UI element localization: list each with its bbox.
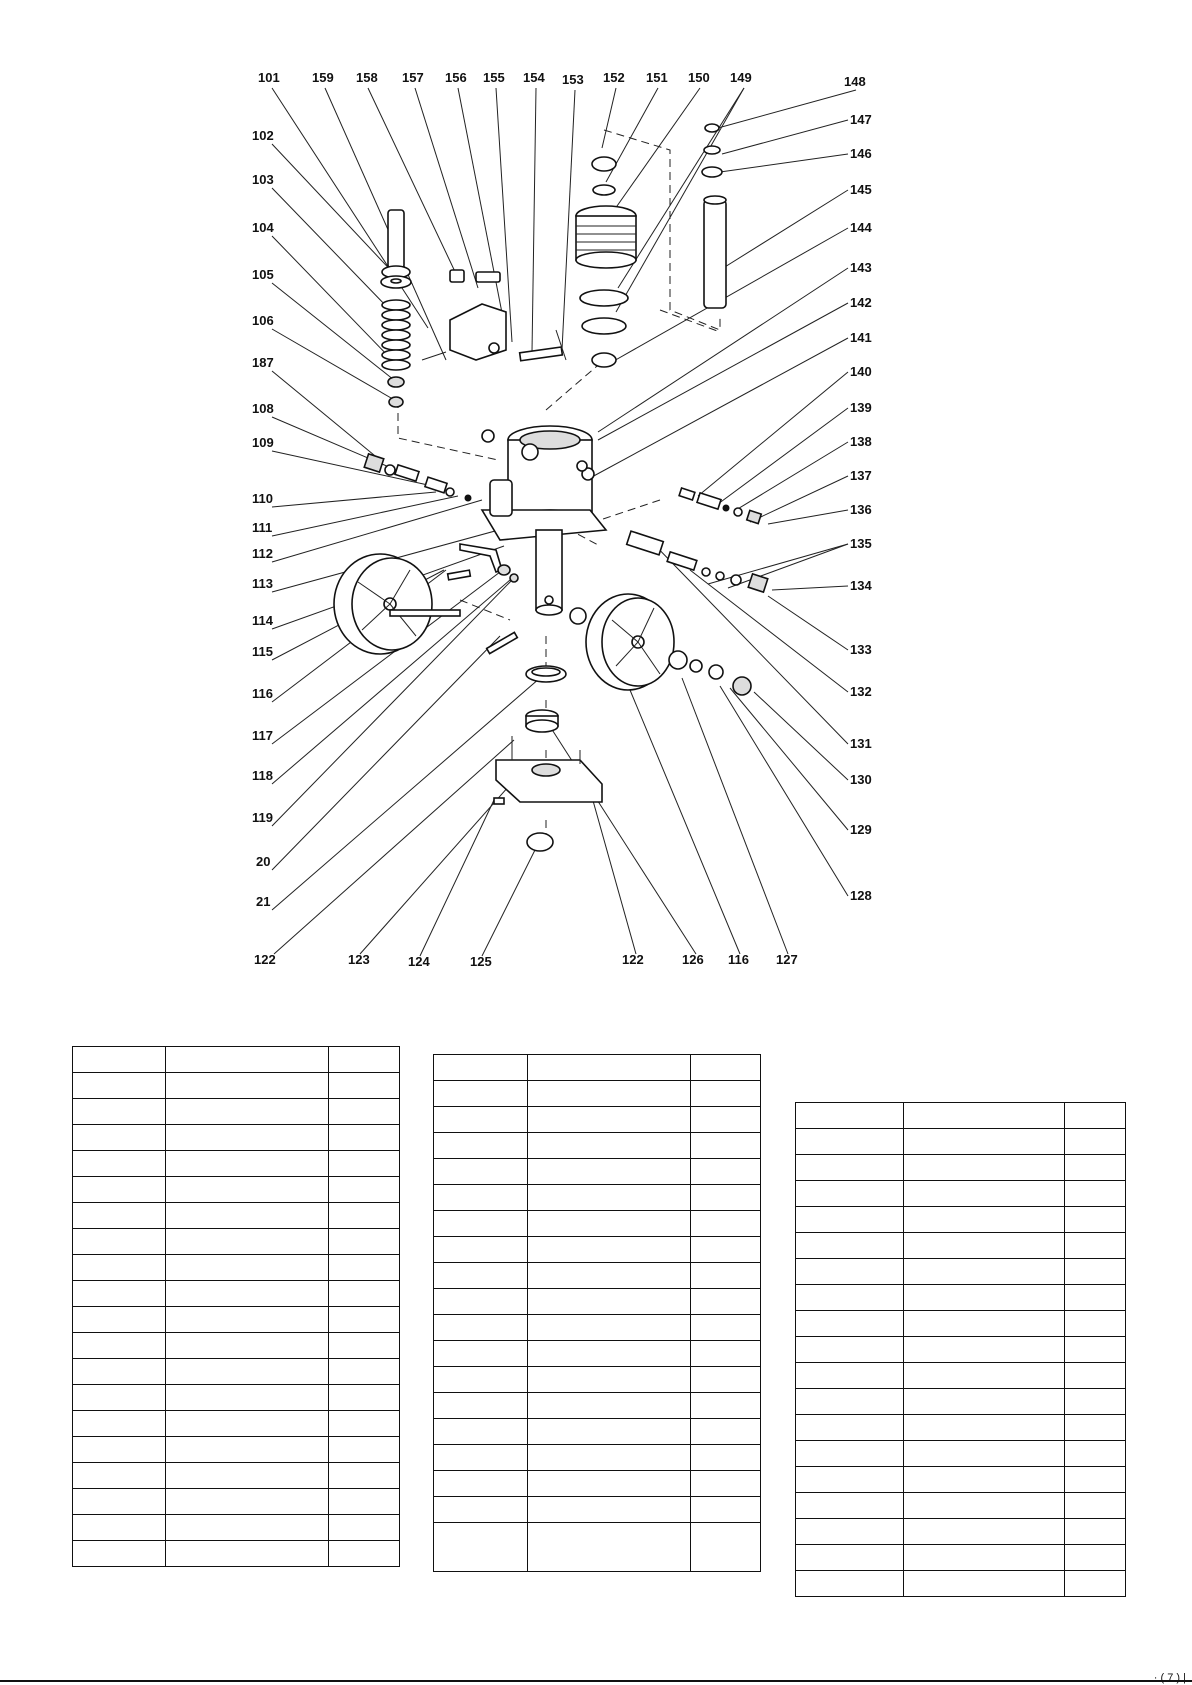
- label-155: 155: [483, 70, 505, 85]
- label-116: 116: [252, 686, 273, 701]
- label-134: 134: [850, 578, 872, 593]
- exploded-parts-diagram: 101 159 158 157 156 155 154 153 152 151 …: [250, 60, 950, 990]
- label-139: 139: [850, 400, 872, 415]
- label-104: 104: [252, 220, 274, 235]
- label-128: 128: [850, 888, 872, 903]
- label-106: 106: [252, 313, 274, 328]
- parts-table-3: [795, 1102, 1126, 1597]
- label-122-bottom: 122: [622, 952, 644, 967]
- label-152: 152: [603, 70, 625, 85]
- label-151: 151: [646, 70, 668, 85]
- label-136: 136: [850, 502, 872, 517]
- label-111: 111: [252, 520, 272, 535]
- label-108: 108: [252, 401, 274, 416]
- label-133: 133: [850, 642, 872, 657]
- left-labels: 102 103 104 105 106 187 108 109 110 111 …: [252, 128, 276, 967]
- label-122-left: 122: [254, 952, 276, 967]
- label-156: 156: [445, 70, 467, 85]
- label-159: 159: [312, 70, 334, 85]
- label-141: 141: [850, 330, 872, 345]
- label-126: 126: [682, 952, 704, 967]
- label-148: 148: [844, 74, 866, 89]
- label-154: 154: [523, 70, 545, 85]
- label-157: 157: [402, 70, 424, 85]
- bottom-labels: 123 124 125 122 126 116 127: [348, 952, 798, 969]
- label-113: 113: [252, 576, 273, 591]
- label-149: 149: [730, 70, 752, 85]
- label-105: 105: [252, 267, 274, 282]
- top-labels: 101 159 158 157 156 155 154 153 152 151 …: [258, 70, 866, 89]
- label-116-bottom: 116: [728, 952, 749, 967]
- label-102: 102: [252, 128, 274, 143]
- label-153: 153: [562, 72, 584, 87]
- label-132: 132: [850, 684, 872, 699]
- label-109: 109: [252, 435, 274, 450]
- label-112: 112: [252, 546, 273, 561]
- label-118: 118: [252, 768, 273, 783]
- label-158: 158: [356, 70, 378, 85]
- label-117: 117: [252, 728, 273, 743]
- label-138: 138: [850, 434, 872, 449]
- footer-rule: [0, 1680, 1192, 1682]
- parts-drawings: [333, 123, 769, 852]
- label-119: 119: [252, 810, 273, 825]
- label-146: 146: [850, 146, 872, 161]
- label-142: 142: [850, 295, 872, 310]
- parts-table-1: [72, 1046, 400, 1567]
- label-150: 150: [688, 70, 710, 85]
- label-129: 129: [850, 822, 872, 837]
- label-21: 21: [256, 894, 270, 909]
- label-131: 131: [850, 736, 872, 751]
- label-187: 187: [252, 355, 274, 370]
- spring: [381, 299, 411, 371]
- parts-table-2: [433, 1054, 761, 1572]
- label-147: 147: [850, 112, 872, 127]
- page-number: · ( 7 ) |: [1153, 1672, 1186, 1684]
- label-125: 125: [470, 954, 492, 969]
- label-140: 140: [850, 364, 872, 379]
- label-145: 145: [850, 182, 872, 197]
- label-20: 20: [256, 854, 270, 869]
- label-110: 110: [252, 491, 273, 506]
- leader-lines: [271, 87, 857, 957]
- label-115: 115: [252, 644, 273, 659]
- label-130: 130: [850, 772, 872, 787]
- label-124: 124: [408, 954, 430, 969]
- label-103: 103: [252, 172, 274, 187]
- right-labels: 147 146 145 144 143 142 141 140 139 138 …: [850, 112, 872, 903]
- label-143: 143: [850, 260, 872, 275]
- label-101: 101: [258, 70, 280, 85]
- label-144: 144: [850, 220, 872, 235]
- label-127: 127: [776, 952, 798, 967]
- label-135: 135: [850, 536, 872, 551]
- diagram-svg: 101 159 158 157 156 155 154 153 152 151 …: [252, 70, 872, 969]
- label-123: 123: [348, 952, 370, 967]
- label-137: 137: [850, 468, 872, 483]
- label-114: 114: [252, 613, 274, 628]
